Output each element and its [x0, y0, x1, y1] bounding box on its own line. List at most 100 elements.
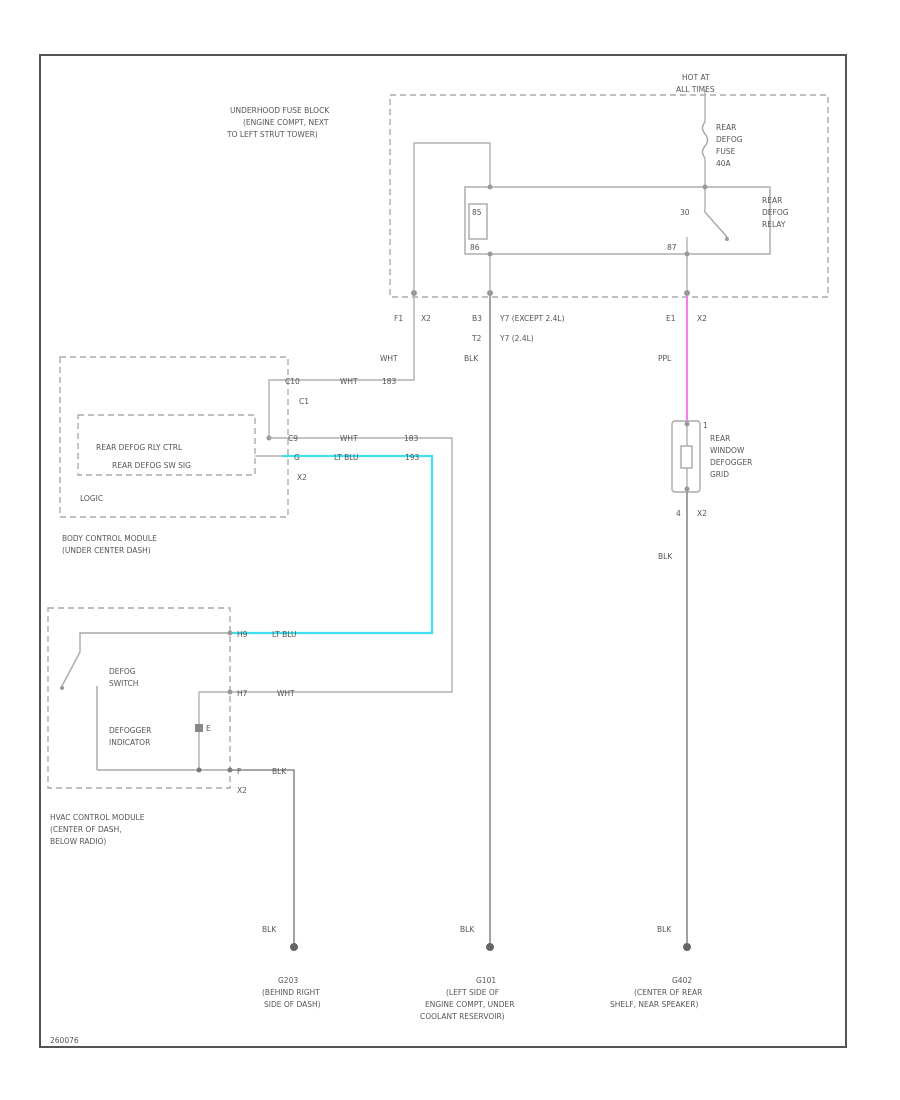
svg-text:X2: X2 [697, 509, 707, 518]
svg-text:BLK: BLK [464, 354, 479, 363]
svg-text:H7: H7 [237, 689, 248, 698]
svg-text:C9: C9 [288, 434, 298, 443]
svg-text:DEFOGGER: DEFOGGER [109, 726, 151, 735]
svg-text:RELAY: RELAY [762, 220, 786, 229]
svg-text:183: 183 [382, 377, 397, 386]
svg-text:WHT: WHT [380, 354, 398, 363]
svg-text:H9: H9 [237, 630, 248, 639]
ground-g402 [683, 943, 691, 951]
svg-text:UNDERHOOD FUSE BLOCK: UNDERHOOD FUSE BLOCK [230, 106, 330, 115]
svg-text:87: 87 [667, 243, 677, 252]
svg-text:LT BLU: LT BLU [272, 630, 297, 639]
svg-text:X2: X2 [297, 473, 307, 482]
svg-text:E: E [206, 724, 211, 733]
svg-text:WHT: WHT [340, 377, 358, 386]
svg-text:(UNDER CENTER DASH): (UNDER CENTER DASH) [62, 546, 151, 555]
svg-text:30: 30 [680, 208, 690, 217]
svg-text:REAR: REAR [762, 196, 782, 205]
diagram-frame [39, 54, 847, 1048]
svg-text:WHT: WHT [277, 689, 295, 698]
svg-text:REAR DEFOG RLY CTRL: REAR DEFOG RLY CTRL [96, 443, 183, 452]
defogger-indicator-symbol [195, 724, 203, 732]
svg-text:ALL TIMES: ALL TIMES [676, 85, 715, 94]
ground-g101 [486, 943, 494, 951]
bcm-logic-box [77, 414, 256, 476]
svg-text:G402: G402 [672, 976, 692, 985]
svg-text:B3: B3 [472, 314, 482, 323]
svg-text:G101: G101 [476, 976, 496, 985]
rear-defogger-grid [671, 420, 701, 493]
svg-text:COOLANT RESERVOIR): COOLANT RESERVOIR) [420, 1012, 505, 1021]
svg-text:PPL: PPL [658, 354, 672, 363]
svg-text:G: G [294, 453, 300, 462]
svg-text:TO LEFT STRUT TOWER): TO LEFT STRUT TOWER) [226, 130, 318, 139]
svg-text:F1: F1 [394, 314, 403, 323]
wire-wht-f1-c10 [268, 296, 415, 438]
svg-text:C10: C10 [285, 377, 300, 386]
svg-text:193: 193 [405, 453, 420, 462]
svg-text:X2: X2 [697, 314, 707, 323]
svg-text:X2: X2 [421, 314, 431, 323]
wire-wht-c9-h7 [198, 437, 453, 770]
svg-text:HVAC CONTROL MODULE: HVAC CONTROL MODULE [50, 813, 145, 822]
svg-text:WINDOW: WINDOW [710, 446, 745, 455]
svg-text:(CENTER OF REAR: (CENTER OF REAR [634, 988, 702, 997]
rear-defog-fuse-symbol [701, 121, 709, 159]
svg-text:DEFOG: DEFOG [716, 135, 743, 144]
svg-text:GRID: GRID [710, 470, 729, 479]
svg-text:BLK: BLK [262, 925, 277, 934]
svg-text:X2: X2 [237, 786, 247, 795]
svg-text:ENGINE COMPT, UNDER: ENGINE COMPT, UNDER [425, 1000, 514, 1009]
svg-text:DEFOG: DEFOG [109, 667, 136, 676]
svg-text:LOGIC: LOGIC [80, 494, 103, 503]
svg-text:WHT: WHT [340, 434, 358, 443]
svg-text:LT BLU: LT BLU [334, 453, 359, 462]
svg-text:FUSE: FUSE [716, 147, 736, 156]
svg-text:BELOW RADIO): BELOW RADIO) [50, 837, 106, 846]
svg-text:REAR DEFOG SW SIG: REAR DEFOG SW SIG [112, 461, 191, 470]
svg-text:86: 86 [470, 243, 480, 252]
svg-text:BLK: BLK [657, 925, 672, 934]
bcm-box [59, 356, 289, 518]
svg-text:F: F [237, 767, 241, 776]
svg-text:Y7 (2.4L): Y7 (2.4L) [499, 334, 534, 343]
svg-text:SWITCH: SWITCH [109, 679, 138, 688]
svg-text:HOT AT: HOT AT [682, 73, 710, 82]
svg-text:C1: C1 [299, 397, 309, 406]
relay-body [464, 186, 771, 255]
labels: HOT AT ALL TIMES UNDERHOOD FUSE BLOCK (E… [50, 73, 789, 1045]
hvac-module-box [47, 607, 231, 789]
svg-text:REAR: REAR [710, 434, 730, 443]
wire-blk-g203 [230, 769, 295, 943]
svg-text:(BEHIND RIGHT: (BEHIND RIGHT [262, 988, 320, 997]
svg-text:DEFOG: DEFOG [762, 208, 789, 217]
svg-text:(ENGINE COMPT, NEXT: (ENGINE COMPT, NEXT [243, 118, 329, 127]
svg-text:SHELF, NEAR SPEAKER): SHELF, NEAR SPEAKER) [610, 1000, 698, 1009]
svg-text:260076: 260076 [50, 1036, 79, 1045]
svg-text:INDICATOR: INDICATOR [109, 738, 150, 747]
svg-text:BODY CONTROL MODULE: BODY CONTROL MODULE [62, 534, 157, 543]
ground-g203 [290, 943, 298, 951]
svg-text:DEFOGGER: DEFOGGER [710, 458, 752, 467]
wire-ltblu [230, 454, 434, 635]
svg-text:SIDE OF DASH): SIDE OF DASH) [264, 1000, 321, 1009]
svg-text:BLK: BLK [460, 925, 475, 934]
svg-text:BLK: BLK [272, 767, 287, 776]
svg-text:4: 4 [676, 509, 681, 518]
svg-text:Y7 (EXCEPT 2.4L): Y7 (EXCEPT 2.4L) [499, 314, 565, 323]
svg-text:(LEFT SIDE OF: (LEFT SIDE OF [446, 988, 499, 997]
svg-text:183: 183 [404, 434, 419, 443]
svg-text:T2: T2 [471, 334, 482, 343]
svg-text:40A: 40A [716, 159, 732, 168]
svg-text:G203: G203 [278, 976, 298, 985]
svg-text:(CENTER OF DASH,: (CENTER OF DASH, [50, 825, 122, 834]
svg-text:BLK: BLK [658, 552, 673, 561]
relay-switch-contact [703, 210, 728, 238]
relay-coil [468, 203, 488, 240]
svg-text:E1: E1 [666, 314, 676, 323]
svg-text:REAR: REAR [716, 123, 736, 132]
defog-switch [79, 632, 230, 652]
svg-text:85: 85 [472, 208, 482, 217]
svg-text:1: 1 [703, 421, 708, 430]
